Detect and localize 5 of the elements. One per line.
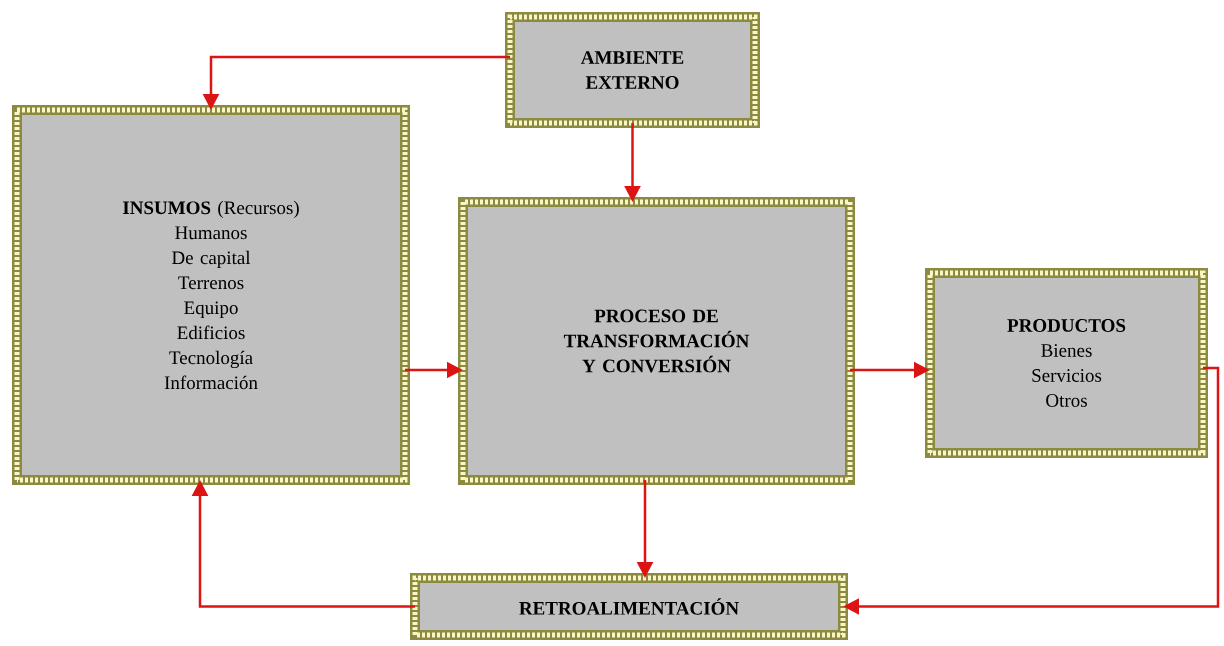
process-box: PRODUCTOS Bienes Servicios Otros [925, 268, 1208, 458]
process-box: RETROALIMENTACIÓN [410, 573, 848, 640]
process-box: AMBIENTE EXTERNO [505, 12, 760, 128]
process-box: PROCESO DE TRANSFORMACIÓN Y CONVERSIÓN [458, 197, 855, 485]
process-box: INSUMOS (Recursos) Humanos De capital Terrenos Equipo Edificios Tecnología Información [12, 105, 410, 485]
